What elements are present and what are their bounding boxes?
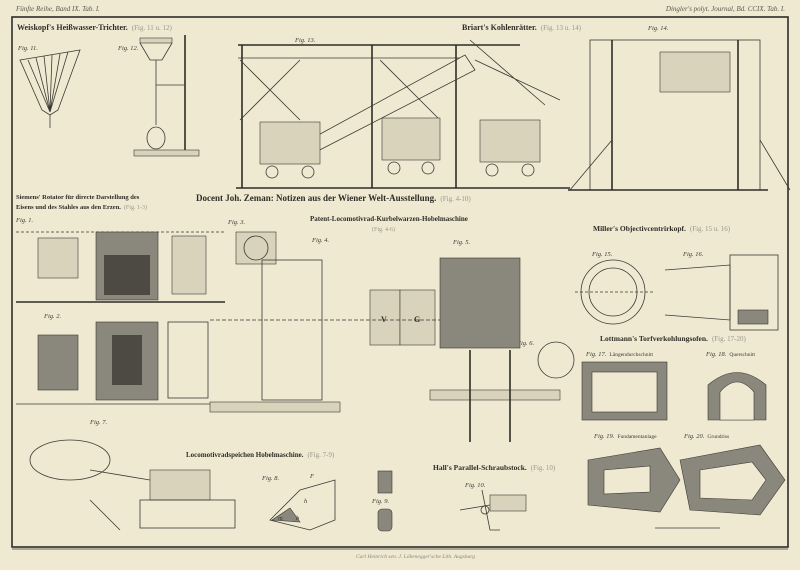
subcaption-19: Fundamentanlage: [617, 434, 657, 440]
caption-zeman: Docent Joh. Zeman: Notizen aus der Wiene…: [196, 193, 471, 203]
caption-text: Locomotivradspeichen Hobelmaschine.: [186, 451, 304, 459]
caption-ref: (Fig. 11 u. 12): [132, 24, 173, 32]
fig-number: Fig. 20.: [683, 433, 705, 440]
drawing-fig-8-tool-head: m b h F: [269, 473, 336, 531]
part-letter-g: G: [414, 315, 420, 324]
fig-label-11: Fig. 11.: [17, 45, 38, 52]
caption-text: Miller's Objectivcentrirkopf.: [593, 224, 686, 233]
drawing-fig-11-funnel: [19, 49, 81, 128]
drawing-fig-19-foundation: [587, 447, 681, 513]
fig-label-12: Fig. 12.: [117, 45, 139, 52]
part-letter-m: m: [278, 515, 283, 522]
part-letter-v: V: [381, 315, 387, 324]
drawing-fig-7-spoke-planer: [29, 439, 236, 531]
lithographer-credit: Carl Heinrich sen. J. Löbenegger'sche Li…: [356, 554, 475, 560]
caption-ref: (Fig. 15 u. 16): [690, 225, 731, 233]
fig-number: Fig. 17.: [585, 351, 607, 358]
subcaption-20: Grundriss: [707, 434, 729, 440]
caption-miller: Miller's Objectivcentrirkopf. (Fig. 15 u.…: [593, 224, 731, 233]
caption-text: Lottmann's Torfverkohlungsofen.: [600, 334, 708, 343]
drawing-fig-20-ground-plan: [679, 444, 786, 516]
fig-label-17: Fig. 17.Längendurchschnitt: [585, 351, 654, 358]
fig-label-9: Fig. 9.: [371, 498, 390, 505]
caption-ref: (Fig. 1-3): [124, 204, 147, 211]
drawing-fig-13-coal-screen: [236, 39, 570, 189]
caption-text: Docent Joh. Zeman: Notizen aus der Wiene…: [196, 193, 436, 203]
plate-border: [11, 16, 789, 548]
part-letter-f: F: [309, 473, 315, 480]
caption-ref: (Fig. 4-6): [372, 226, 395, 233]
fig-label-16: Fig. 16.: [682, 251, 704, 258]
caption-lottmann: Lottmann's Torfverkohlungsofen. (Fig. 17-…: [600, 334, 746, 343]
fig-label-20: Fig. 20.Grundriss: [683, 433, 729, 440]
fig-label-1: Fig. 1.: [15, 217, 34, 224]
caption-text: Weiskopf's Heißwasser-Trichter.: [17, 23, 128, 32]
caption-hall: Hall's Parallel-Schraubstock. (Fig. 10): [433, 463, 556, 472]
caption-text: Hall's Parallel-Schraubstock.: [433, 463, 527, 472]
header-right: Dingler's polyt. Journal, Bd. CCIX. Tab.…: [665, 5, 785, 13]
fig-label-14: Fig. 14.: [647, 25, 669, 32]
fig-number: Fig. 18.: [705, 351, 727, 358]
subcaption-18: Querschnitt: [729, 352, 755, 358]
drawing-fig-10-vise: [459, 489, 527, 531]
part-letter-h: h: [304, 498, 307, 505]
drawing-fig-17-kiln-longitudinal: [581, 361, 668, 421]
part-letter-b: b: [296, 515, 300, 522]
drawing-fig-2-rotator-plan: [16, 321, 225, 405]
fig-label-19: Fig. 19.Fundamentanlage: [593, 433, 657, 440]
caption-text: Briart's Kohlenrätter.: [462, 23, 537, 32]
caption-ref: (Fig. 4-10): [440, 195, 471, 203]
drawing-fig-4-5-planing-machine: V G: [209, 257, 575, 442]
drawing-fig-9-cross-sections: [377, 470, 393, 532]
drawing-fig-18-kiln-cross: [707, 372, 767, 421]
drawing-fig-15-centring-head-front: [575, 259, 655, 325]
fig-label-10: Fig. 10.: [464, 482, 486, 489]
caption-patent: Patent-Locomotivrad-Kurbelwarzen-Hobelma…: [310, 215, 468, 233]
caption-ref: (Fig. 7-9): [307, 451, 335, 459]
caption-briart: Briart's Kohlenrätter. (Fig. 13 u. 14): [462, 23, 582, 32]
fig-label-5: Fig. 5.: [452, 239, 471, 246]
caption-ref: (Fig. 13 u. 14): [541, 24, 582, 32]
caption-weiskopf: Weiskopf's Heißwasser-Trichter. (Fig. 11 …: [17, 23, 172, 32]
caption-ref: (Fig. 17-20): [712, 335, 747, 343]
fig-label-18: Fig. 18.Querschnitt: [705, 351, 756, 358]
caption-line-2: Eisens und des Stahles aus den Erzen.(Fi…: [16, 204, 147, 211]
fig-label-7: Fig. 7.: [89, 419, 108, 426]
fig-label-8: Fig. 8.: [261, 475, 280, 482]
fig-label-13: Fig. 13.: [294, 37, 316, 44]
fig-label-2: Fig. 2.: [43, 313, 62, 320]
fig-label-15: Fig. 15.: [591, 251, 613, 258]
caption-locospeichen: Locomotivradspeichen Hobelmaschine.(Fig.…: [186, 451, 335, 459]
caption-text: Siemens' Rotator für directe Darstellung…: [16, 194, 140, 201]
drawing-fig-12-stand: [133, 35, 200, 157]
fig-label-6: Fig. 6.: [516, 340, 535, 347]
fig-number: Fig. 19.: [593, 433, 615, 440]
drawing-fig-16-centring-head-side: [664, 254, 779, 331]
fig-label-3: Fig. 3.: [227, 219, 246, 226]
subcaption-17: Längendurchschnitt: [609, 352, 653, 358]
drawing-fig-3-wheel: [235, 231, 277, 265]
header-left: Fünfte Reihe, Band IX. Tab. I.: [15, 5, 100, 13]
drawing-fig-14-screen-frame: [568, 39, 791, 191]
caption-siemens: Siemens' Rotator für directe Darstellung…: [16, 194, 147, 211]
caption-text: Patent-Locomotivrad-Kurbelwarzen-Hobelma…: [310, 215, 468, 223]
caption-ref: (Fig. 10): [531, 464, 556, 472]
fig-label-4: Fig. 4.: [311, 237, 330, 244]
caption-text: Eisens und des Stahles aus den Erzen.: [16, 204, 121, 211]
drawing-fig-1-rotator: [16, 231, 225, 303]
